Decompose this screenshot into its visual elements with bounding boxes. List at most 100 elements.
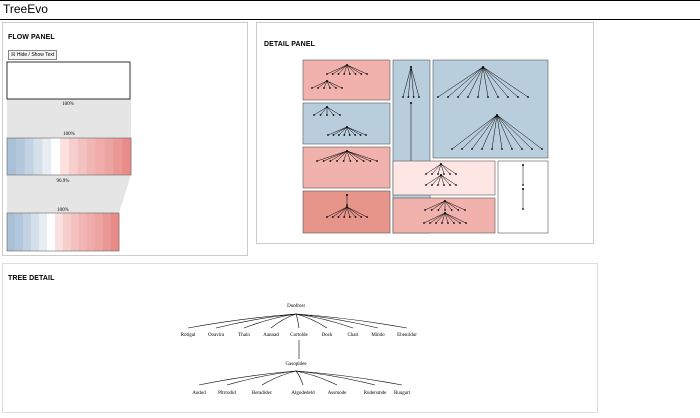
tree-node — [450, 209, 453, 211]
tree-node — [501, 148, 503, 150]
tree-edge — [338, 126, 348, 136]
tree-node — [522, 164, 524, 166]
treemap-cell[interactable] — [302, 102, 391, 145]
tree-node-level1[interactable]: Aannad — [263, 333, 279, 338]
tree-node-level1[interactable]: Rotigal — [181, 333, 196, 338]
tree-edge — [423, 212, 446, 224]
tree-link — [187, 313, 297, 329]
tree-edge — [326, 206, 348, 218]
tree-node-level1[interactable]: Dock — [322, 333, 333, 338]
tree-link — [270, 313, 297, 329]
tree-edge — [425, 174, 442, 186]
tree-node — [541, 148, 543, 150]
tree-link — [295, 370, 376, 386]
tree-node — [437, 209, 440, 211]
tree-edge — [444, 212, 467, 224]
tree-node-level1[interactable]: Ooavira — [208, 333, 225, 338]
tree-node — [443, 173, 445, 175]
tree-node-level2[interactable]: Audod — [192, 391, 206, 396]
flow-bar-segment — [113, 138, 123, 175]
tree-edge — [338, 64, 348, 75]
tree-node — [531, 148, 533, 150]
tree-edge — [343, 64, 348, 75]
tree-node — [316, 160, 318, 162]
tree-edge — [496, 114, 513, 150]
tree-edge — [346, 64, 356, 75]
tree-node-level1[interactable]: Mindo — [371, 333, 385, 338]
tree-edge — [346, 126, 361, 136]
tree-node — [451, 148, 453, 150]
tree-link — [198, 370, 297, 386]
tree-node-level2[interactable]: Pltrrodid — [218, 391, 236, 396]
treemap-cell[interactable] — [302, 190, 391, 234]
tree-edge — [437, 174, 442, 186]
app-title: TreeEvo — [3, 2, 48, 16]
tree-node — [331, 216, 334, 218]
tree-edge — [343, 206, 348, 218]
tree-edge — [311, 80, 328, 89]
tree-node — [317, 87, 319, 89]
treemap-cell[interactable] — [302, 59, 391, 101]
tree-node — [447, 222, 449, 224]
tree-node — [354, 216, 357, 218]
tree-node — [437, 184, 439, 186]
flow-bar-segment — [122, 138, 132, 175]
tree-edge — [496, 114, 533, 150]
flow-bar-segment — [87, 213, 96, 251]
tree-edge — [326, 80, 337, 89]
tree-node — [322, 160, 325, 162]
treemap-cell[interactable] — [432, 59, 549, 159]
hide-show-text-toggle[interactable]: ☒ Hide / Show Text — [8, 50, 58, 60]
flow-step-box[interactable] — [6, 61, 131, 100]
tree-edge — [471, 114, 498, 150]
tree-node — [412, 96, 415, 98]
tree-edge — [437, 163, 442, 175]
tree-node — [346, 126, 348, 128]
tree-edge — [346, 64, 368, 75]
tree-node — [342, 160, 345, 162]
tree-edge — [346, 150, 371, 162]
tree-node-level2[interactable]: Rudersmde — [364, 391, 388, 396]
tree-node-level1[interactable]: Cortolde — [290, 333, 308, 338]
tree-edge — [326, 106, 334, 116]
tree-node-root[interactable]: Dunfrost — [287, 304, 305, 309]
treemap-cell[interactable] — [302, 146, 391, 189]
tree-node — [418, 96, 420, 98]
treemap-cell[interactable] — [392, 197, 496, 234]
tree-node — [323, 87, 325, 89]
tree-node-level2[interactable]: Algodedeld — [291, 391, 315, 396]
tree-node — [346, 64, 348, 66]
tree-edge — [346, 206, 362, 218]
tree-node-level1[interactable]: Ebenildur — [397, 333, 417, 338]
tree-edge — [346, 64, 362, 75]
tree-node — [337, 134, 340, 136]
flow-panel-title: FLOW PANEL — [8, 34, 55, 41]
tree-node-level2[interactable]: Buugart — [394, 391, 411, 396]
tree-node — [336, 160, 338, 162]
flow-panel: FLOW PANEL ☒ Hide / Show Text 100% 100% … — [2, 22, 248, 256]
flow-step-bar[interactable] — [6, 137, 132, 176]
tree-node-level2[interactable]: Assmode — [328, 391, 347, 396]
tree-node-level1[interactable]: Thain — [238, 333, 250, 338]
tree-node — [343, 73, 346, 75]
flow-bar-segment — [15, 138, 26, 175]
tree-edge — [444, 200, 452, 211]
tree-edge — [438, 200, 446, 211]
flow-step-bar[interactable] — [6, 212, 120, 252]
tree-node — [465, 222, 467, 224]
tree-edge — [440, 174, 451, 186]
flow-bar-segment — [95, 213, 104, 251]
treemap-cell-rect — [302, 102, 391, 145]
tree-link — [295, 313, 408, 329]
treemap-cell[interactable] — [392, 160, 496, 196]
tree-node — [459, 222, 461, 224]
treemap-cell[interactable] — [497, 160, 549, 234]
tree-node-level2[interactable]: Beradidec — [252, 391, 273, 396]
tree-edge — [425, 163, 442, 175]
tree-node-level1[interactable]: Chari — [347, 333, 359, 338]
tree-edge — [332, 206, 348, 218]
tree-edge — [431, 200, 446, 211]
tree-detail-title: TREE DETAIL — [8, 275, 55, 282]
tree-edge — [333, 126, 348, 136]
tree-node-subroot[interactable]: Gasopldee — [285, 362, 307, 367]
